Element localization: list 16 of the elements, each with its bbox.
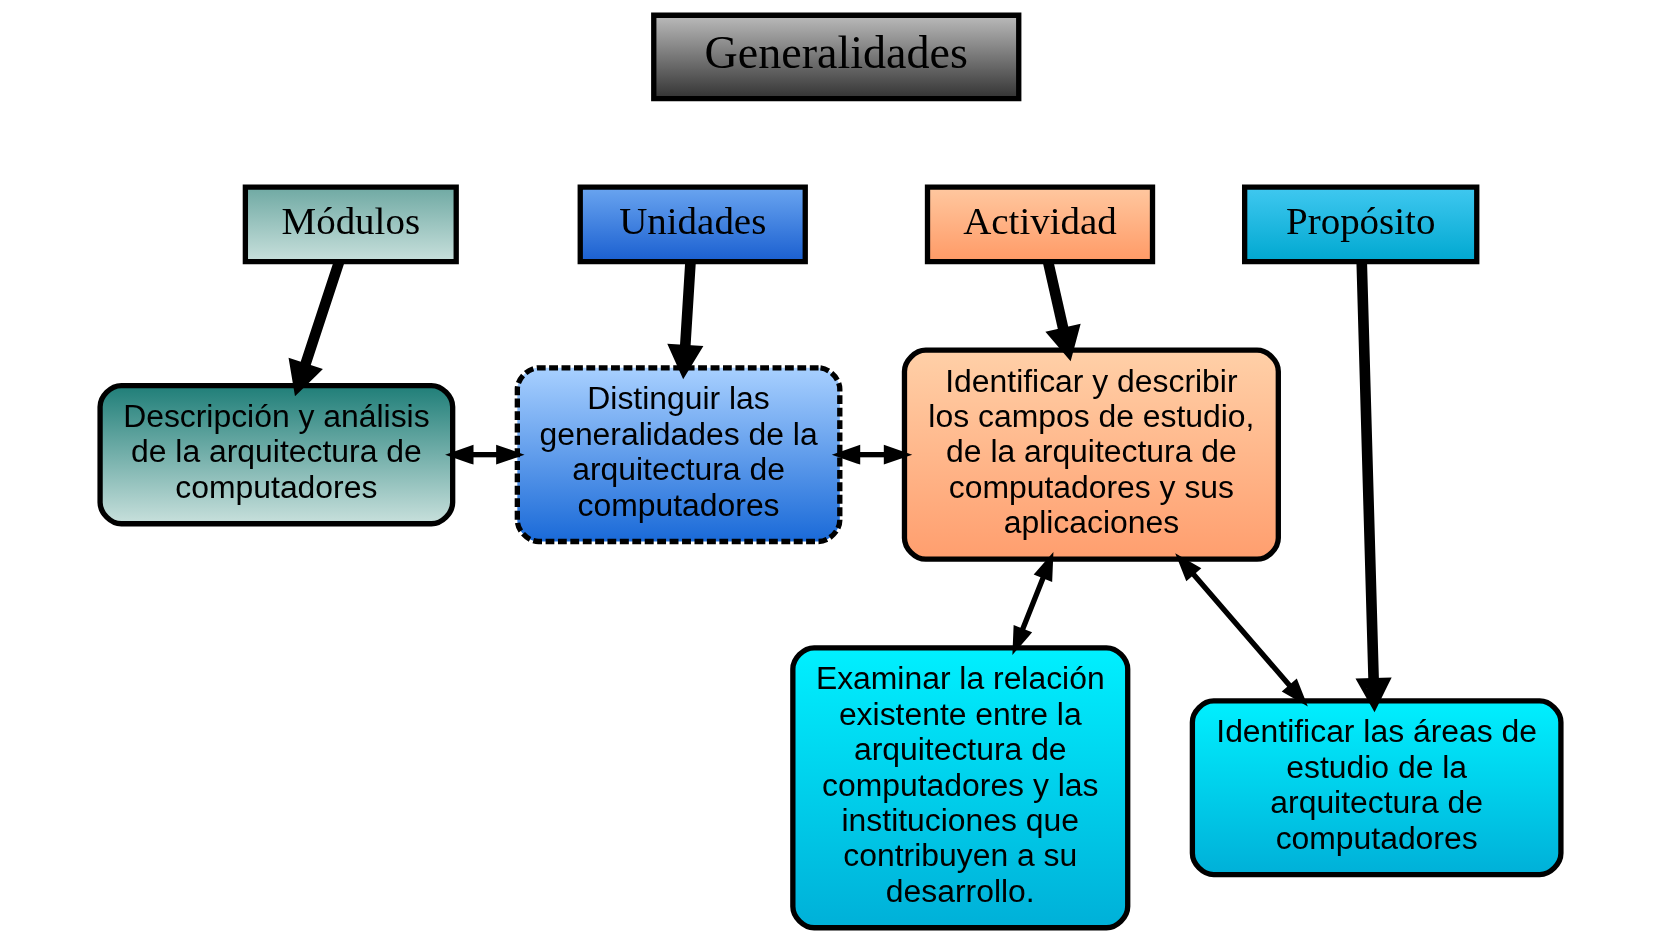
- node-box: Examinar la relación existente entre la arquitectura de computadores y las instituciones que contribuyen a su desarrollo.: [789, 645, 1130, 931]
- arrow: [831, 444, 912, 465]
- arrow: [666, 261, 703, 380]
- arrow: [1174, 553, 1308, 707]
- node-box: Actividad: [924, 184, 1155, 265]
- node-box: Propósito: [1241, 184, 1479, 265]
- node-box: Descripción y análisis de la arquitectura de computadores: [96, 382, 455, 527]
- arrow: [444, 444, 525, 465]
- node-box: Unidades: [577, 184, 808, 265]
- node-box: Módulos: [242, 184, 459, 265]
- node-box: Distinguir las generalidades de la arquitectura de computadores: [514, 365, 842, 545]
- node-box: Identificar las áreas de estudio de la arquitectura de computadores: [1189, 698, 1564, 878]
- arrow: [1355, 261, 1392, 713]
- node-box: Generalidades: [650, 12, 1021, 102]
- node-box: Identificar y describir los campos de estudio, de la arquitectura de computadores y sus aplicaciones: [901, 347, 1281, 562]
- arrow: [1011, 551, 1053, 656]
